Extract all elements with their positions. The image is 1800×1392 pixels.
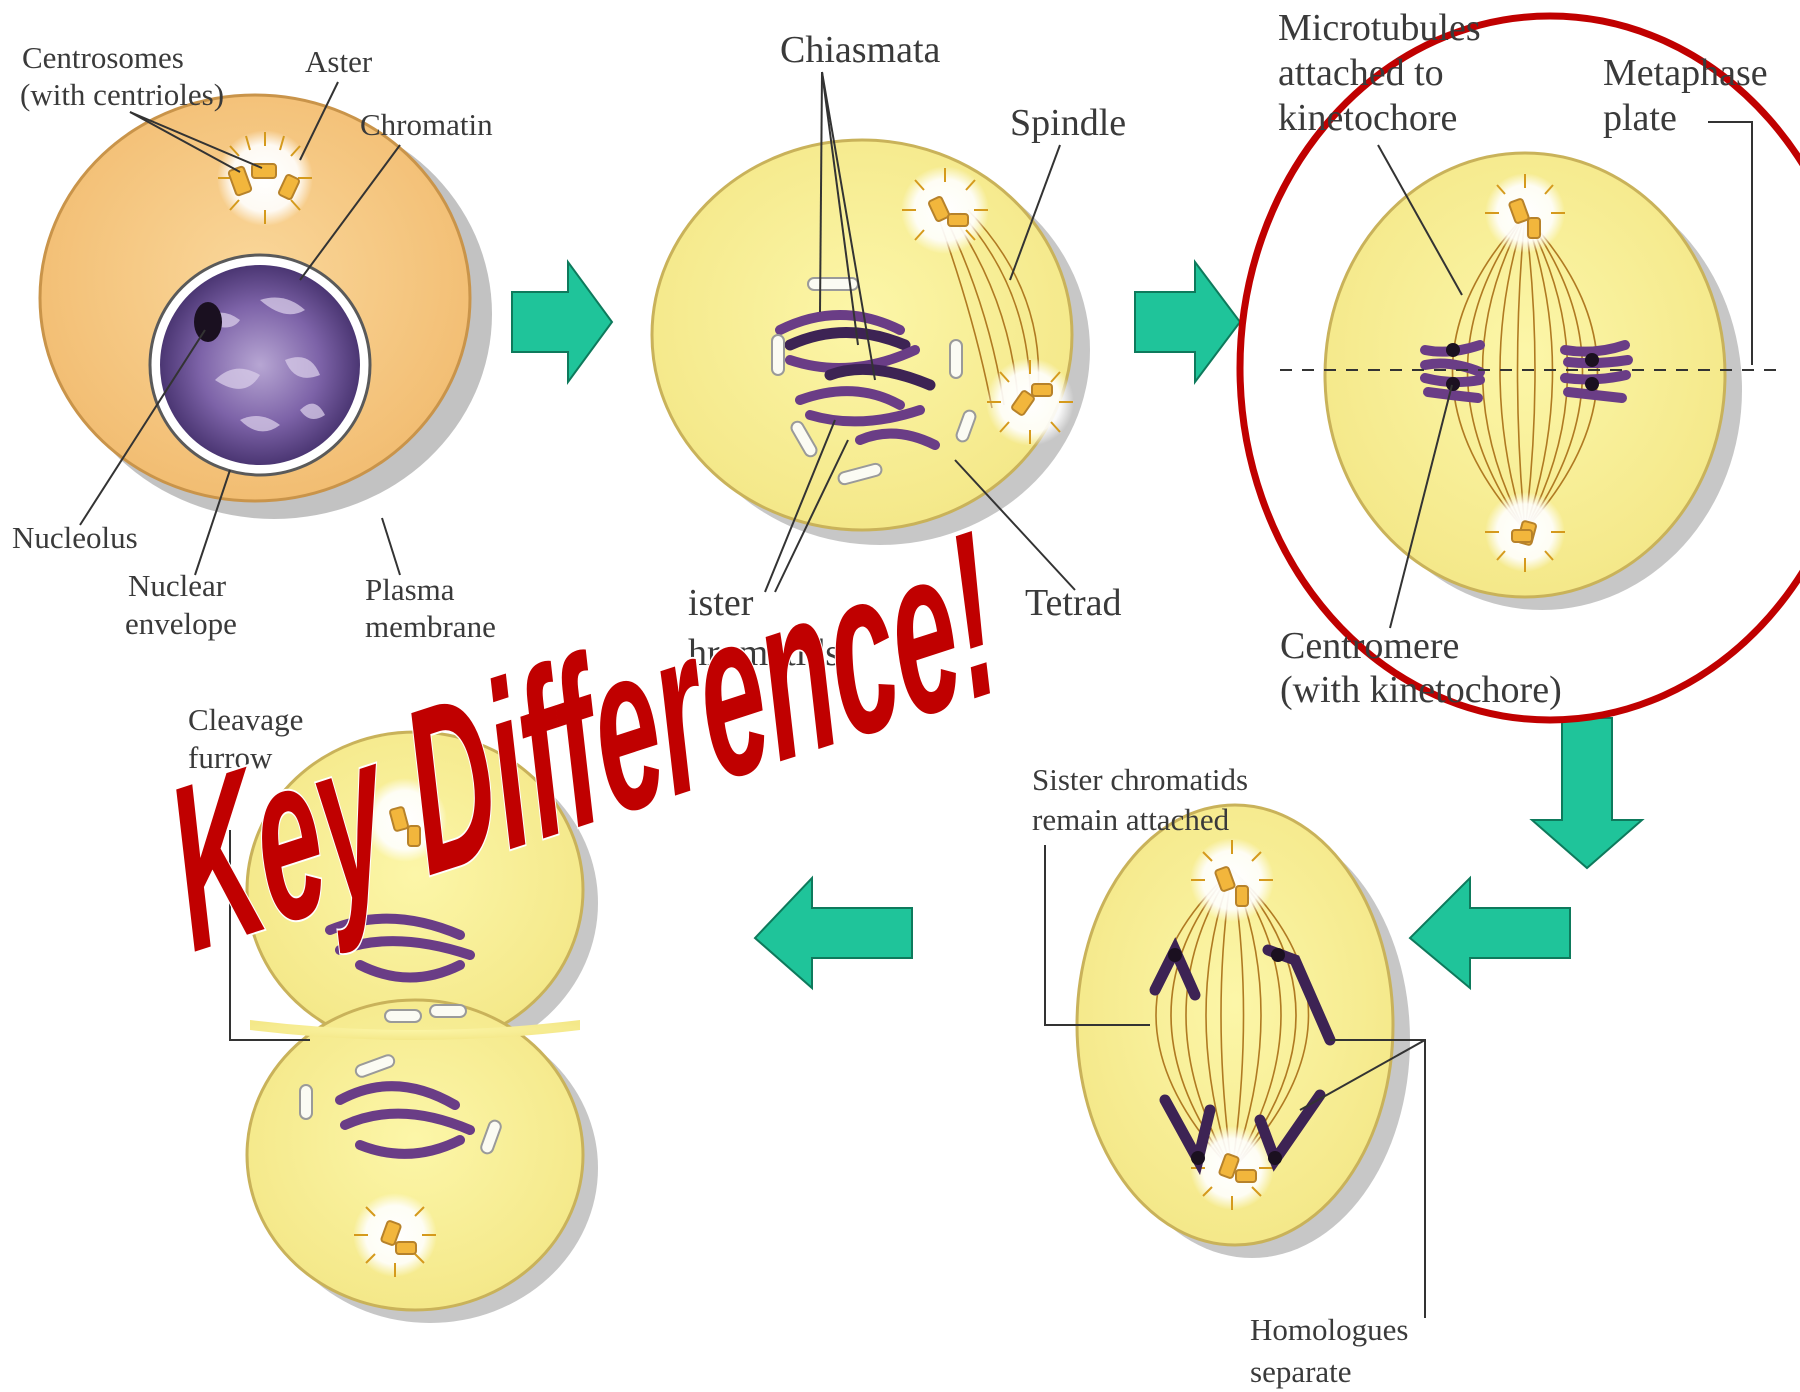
label-remain-attached: remain attached	[1032, 802, 1230, 837]
arrow-down-icon	[1532, 718, 1642, 868]
label-microtubules: Microtubules	[1278, 7, 1481, 49]
aster-top-2	[901, 166, 989, 254]
aster-early	[217, 130, 313, 226]
label-centromere: Centromere	[1280, 625, 1459, 667]
label-chromatin: Chromatin	[360, 107, 493, 142]
label-chiasmata: Chiasmata	[780, 29, 941, 71]
label-aster: Aster	[305, 44, 373, 79]
arrow-right-icon	[512, 262, 612, 382]
nucleolus-shape	[194, 302, 222, 342]
label-plate: plate	[1603, 97, 1677, 139]
label-nucleolus: Nucleolus	[12, 520, 138, 555]
label-centrosomes-sub: (with centrioles)	[20, 77, 224, 112]
label-with-kinetochore: (with kinetochore)	[1280, 669, 1562, 711]
aster-bottom-5	[353, 1193, 437, 1277]
cell-prophase-late	[652, 140, 1090, 545]
aster-top-4	[1190, 838, 1274, 922]
label-attached-to: attached to	[1278, 52, 1444, 94]
label-spindle: Spindle	[1010, 102, 1126, 144]
label-membrane: membrane	[365, 609, 496, 644]
aster-top-3	[1485, 173, 1565, 253]
label-plasma: Plasma	[365, 572, 455, 607]
cell-metaphase	[1280, 153, 1778, 610]
cell-anaphase	[1077, 805, 1410, 1258]
aster-bottom-2	[986, 358, 1074, 446]
label-nuclear: Nuclear	[128, 568, 227, 603]
cell-prophase-early	[40, 95, 492, 519]
label-kinetochore: kinetochore	[1278, 97, 1457, 139]
label-envelope: envelope	[125, 606, 237, 641]
arrow-left-icon	[755, 878, 912, 988]
aster-bottom-3	[1485, 492, 1565, 572]
label-sister-chromatids: Sister chromatids	[1032, 762, 1248, 797]
arrow-left-icon	[1410, 878, 1570, 988]
label-metaphase: Metaphase	[1603, 52, 1768, 94]
label-homologues: Homologues	[1250, 1312, 1408, 1347]
label-centrosomes: Centrosomes	[22, 40, 184, 75]
label-separate: separate	[1250, 1354, 1352, 1389]
arrow-right-icon	[1135, 262, 1240, 382]
